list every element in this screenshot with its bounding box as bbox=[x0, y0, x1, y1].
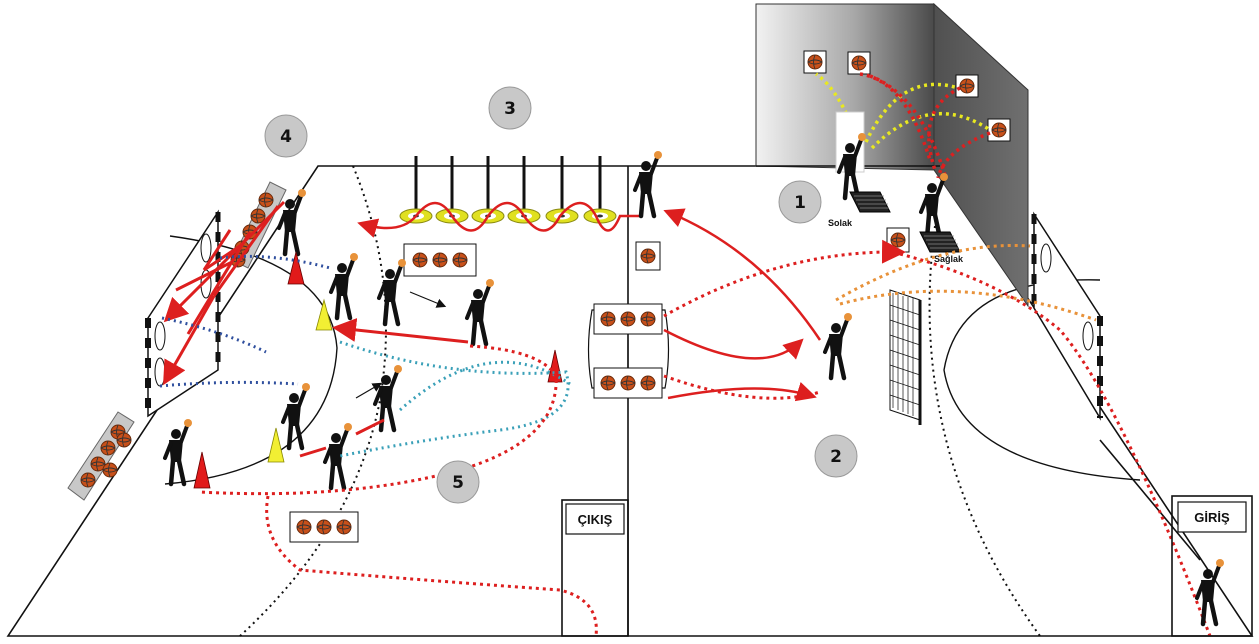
mat-right bbox=[919, 231, 961, 253]
goal-icon bbox=[145, 209, 221, 418]
player-silhouette-icon bbox=[331, 253, 358, 318]
mat-left bbox=[849, 191, 891, 213]
player-silhouette-icon bbox=[375, 365, 402, 430]
player-silhouette-icon bbox=[379, 259, 406, 324]
ball-box bbox=[403, 243, 477, 277]
net-barrier bbox=[889, 289, 922, 425]
player-silhouette-icon bbox=[165, 419, 192, 484]
label-right-handed: Sağlak bbox=[934, 254, 964, 264]
target-ball-box bbox=[987, 118, 1011, 142]
station-2-paths bbox=[663, 208, 1212, 637]
ball-box bbox=[593, 303, 663, 335]
ball-box bbox=[886, 227, 910, 253]
player-silhouette-icon bbox=[279, 189, 306, 254]
cone-icon bbox=[193, 251, 563, 489]
station-badge-2: 2 bbox=[814, 434, 858, 478]
station-number: 1 bbox=[794, 193, 806, 213]
ball-box bbox=[289, 511, 359, 543]
ball-box bbox=[635, 241, 661, 271]
target-ball-box bbox=[955, 74, 979, 98]
court-outline bbox=[6, 165, 1254, 637]
player-silhouette-icon bbox=[635, 151, 662, 216]
player-silhouette-icon bbox=[921, 173, 948, 238]
goal-icon bbox=[1031, 211, 1103, 421]
station-number: 5 bbox=[452, 473, 464, 493]
slalom-path bbox=[357, 201, 640, 238]
right-corner-line bbox=[1099, 439, 1201, 561]
player-silhouette-icon bbox=[825, 313, 852, 378]
station-number: 4 bbox=[280, 127, 292, 147]
handball-court bbox=[6, 165, 1254, 637]
exit-door: ÇIKIŞ bbox=[561, 499, 629, 637]
station-badge-5: 5 bbox=[436, 460, 480, 504]
station-badge-3: 3 bbox=[488, 86, 532, 130]
ring-icon bbox=[399, 208, 617, 224]
station-badge-4: 4 bbox=[264, 114, 308, 158]
defense-paths bbox=[159, 254, 331, 388]
wall-targets bbox=[803, 50, 1011, 142]
station-badge-1: 1 bbox=[778, 180, 822, 224]
entrance-door: GİRİŞ bbox=[1171, 495, 1253, 637]
center-circle bbox=[587, 309, 670, 389]
throwing-wall bbox=[755, 2, 1029, 308]
label-left-handed: Solak bbox=[828, 218, 853, 228]
ball-box bbox=[593, 367, 663, 399]
station-number: 2 bbox=[830, 447, 842, 467]
ball-rack bbox=[67, 411, 135, 501]
station-3-poles bbox=[414, 156, 602, 214]
target-ball-box bbox=[847, 51, 871, 75]
wall-throw-paths bbox=[814, 72, 991, 179]
entrance-sign: GİRİŞ bbox=[1194, 510, 1230, 525]
right-free-throw-line bbox=[928, 225, 1041, 637]
station-4-passes bbox=[163, 200, 286, 386]
target-ball-box bbox=[803, 50, 827, 74]
exit-sign: ÇIKIŞ bbox=[578, 512, 613, 527]
player-silhouette-icon bbox=[467, 279, 494, 344]
station-number: 3 bbox=[504, 99, 516, 119]
station-5-paths bbox=[199, 291, 598, 637]
